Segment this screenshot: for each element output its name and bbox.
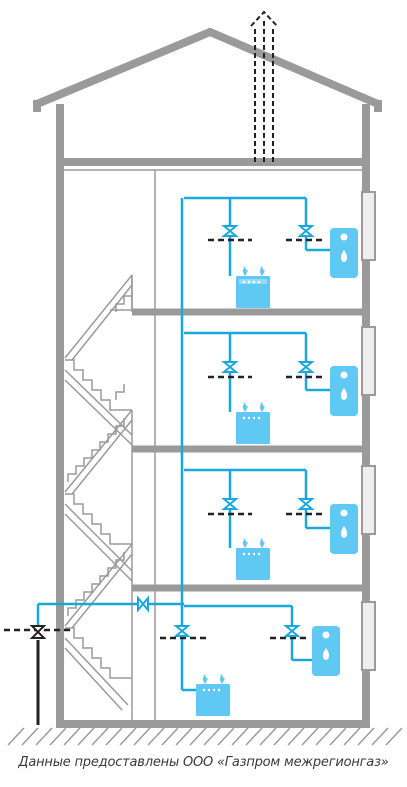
water-heater-icon [330,228,358,278]
valve-icon [173,625,191,637]
valve-icon [297,498,315,510]
floor-slabs [132,308,366,592]
window [361,191,376,261]
flame-icon [340,250,348,262]
gas-boiler-icon [236,266,270,308]
flame-icon [260,538,265,548]
window [361,465,376,535]
appliance-dash-marks [4,238,326,640]
valve-icon [29,625,47,639]
valve-icon [137,595,149,613]
valve-icon [221,225,239,237]
valve-icon [283,625,301,637]
valves [137,225,315,637]
flame-icon [243,266,248,276]
flame-icon [243,538,248,548]
flame-icon [203,674,208,684]
gas-boiler-icon [236,538,270,580]
water-heater-icon [330,366,358,416]
gas-boilers [196,266,270,716]
valve-icon [297,361,315,373]
flame-icon [220,674,225,684]
roof-returns [33,100,382,112]
gas-boiler-icon [236,402,270,444]
flame-icon [322,648,330,660]
water-heater-icon [330,504,358,554]
flame-icon [340,388,348,400]
water-heater-icon [312,626,340,676]
window [361,326,376,396]
valve-icon [221,498,239,510]
water-heaters [312,228,358,676]
flame-icon [260,402,265,412]
windows [361,191,376,671]
flame-icon [243,402,248,412]
window [361,601,376,671]
flame-icon [260,266,265,276]
ground-hatching [7,727,403,746]
chimney-arrow-icon [250,10,278,162]
source-caption: Данные предоставлены ООО «Газпром межрег… [18,755,389,770]
staircase [64,274,133,720]
flame-icon [340,526,348,538]
gas-boiler-icon [196,674,230,716]
roof [35,27,380,108]
valve-icon [297,225,315,237]
valve-icon [221,361,239,373]
